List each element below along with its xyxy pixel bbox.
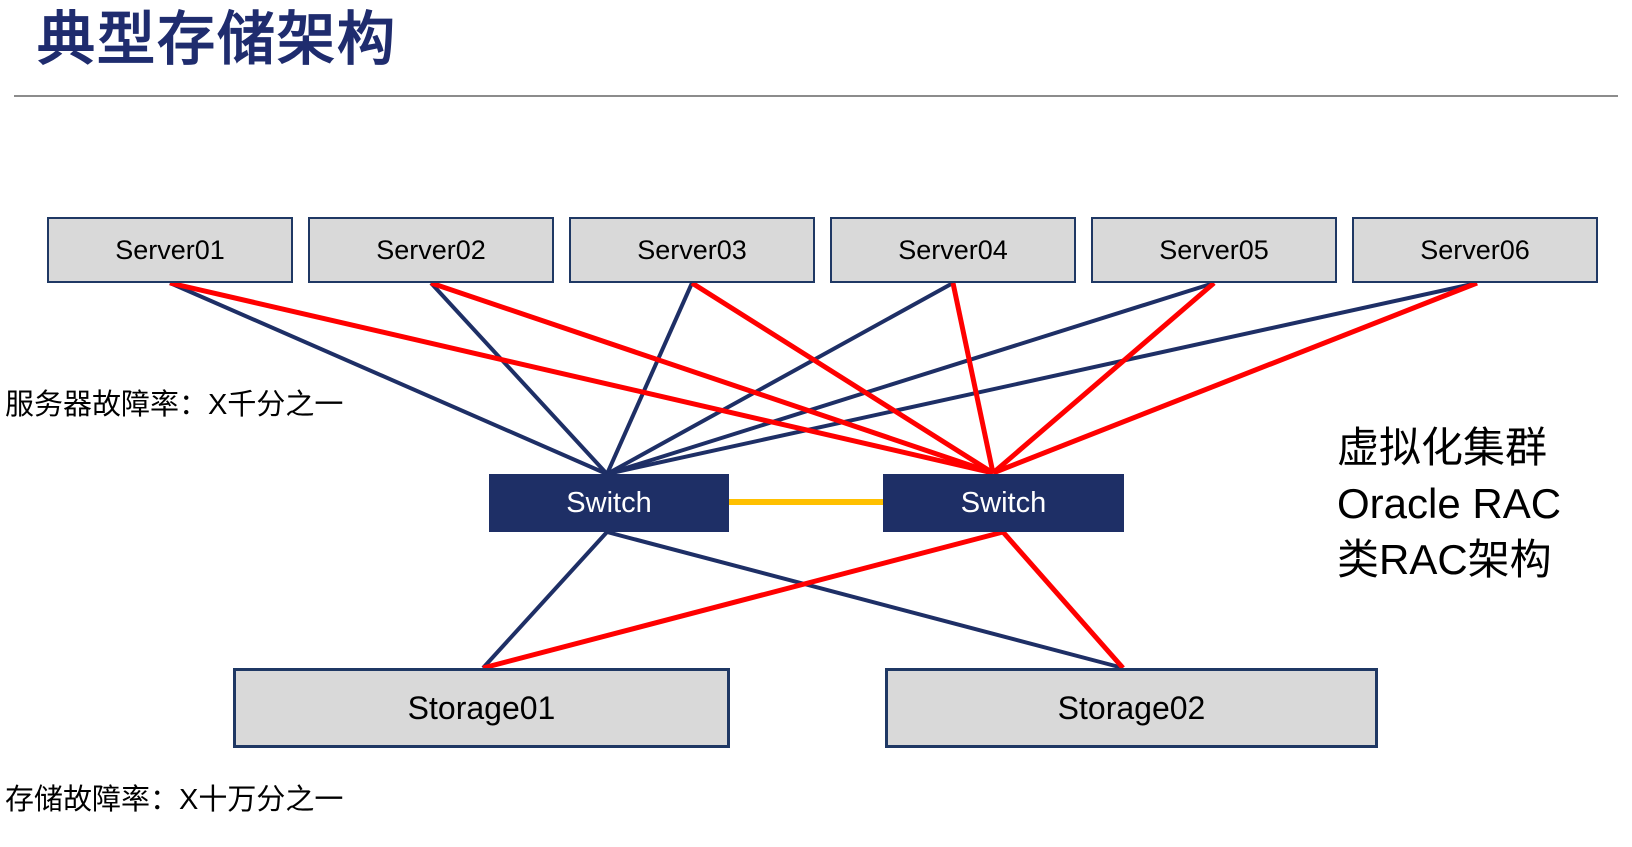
server04-label: Server04	[898, 234, 1008, 265]
server-failure-rate-caption: 服务器故障率：X千分之一	[5, 389, 344, 421]
link-server02-switch-left	[429, 281, 609, 476]
title-divider	[14, 95, 1618, 97]
server01-label: Server01	[115, 234, 225, 265]
server03-node: Server03	[569, 217, 815, 283]
link-server05-switch-right	[991, 281, 1216, 475]
cluster-note-line-1: 虚拟化集群	[1337, 424, 1548, 471]
link-server03-switch-right	[690, 280, 995, 476]
switch-left-node: Switch	[489, 474, 729, 532]
link-server03-switch-left	[605, 282, 694, 475]
server03-label: Server03	[637, 234, 747, 265]
storage02-node: Storage02	[885, 668, 1378, 748]
link-server04-switch-right	[950, 282, 996, 474]
storage01-label: Storage01	[407, 689, 556, 726]
switch-right-label: Switch	[960, 486, 1047, 519]
cluster-note-line-3: 类RAC架构	[1337, 536, 1552, 583]
server02-label: Server02	[376, 234, 486, 265]
storage-failure-rate-caption: 存储故障率：X十万分之一	[5, 784, 344, 816]
storage02-label: Storage02	[1057, 689, 1206, 726]
cluster-note: 虚拟化集群 Oracle RAC 类RAC架构	[1337, 420, 1561, 588]
link-server06-switch-right	[992, 280, 1478, 476]
switch-left-label: Switch	[566, 486, 652, 519]
storage01-node: Storage01	[233, 668, 730, 748]
link-server06-switch-left	[606, 281, 1478, 476]
server01-node: Server01	[47, 217, 293, 283]
link-switch-left-storage02	[606, 530, 1124, 670]
server05-node: Server05	[1091, 217, 1337, 283]
link-switch-left-storage01	[481, 530, 609, 670]
page-title: 典型存储架构	[37, 7, 398, 72]
cluster-note-line-2: Oracle RAC	[1337, 480, 1562, 527]
link-server02-switch-right	[430, 280, 994, 476]
server05-label: Server05	[1159, 234, 1269, 265]
switch-right-node: Switch	[883, 474, 1124, 532]
link-server01-switch-left	[169, 281, 608, 476]
server06-label: Server06	[1420, 234, 1530, 265]
link-switch-right-storage02	[1001, 530, 1125, 670]
link-server04-switch-left	[606, 281, 954, 476]
server02-node: Server02	[308, 217, 554, 283]
server04-node: Server04	[830, 217, 1076, 283]
link-server01-switch-right	[169, 280, 994, 476]
link-server05-switch-left	[606, 281, 1215, 476]
link-switch-right-storage01	[482, 529, 1004, 671]
server06-node: Server06	[1352, 217, 1598, 283]
